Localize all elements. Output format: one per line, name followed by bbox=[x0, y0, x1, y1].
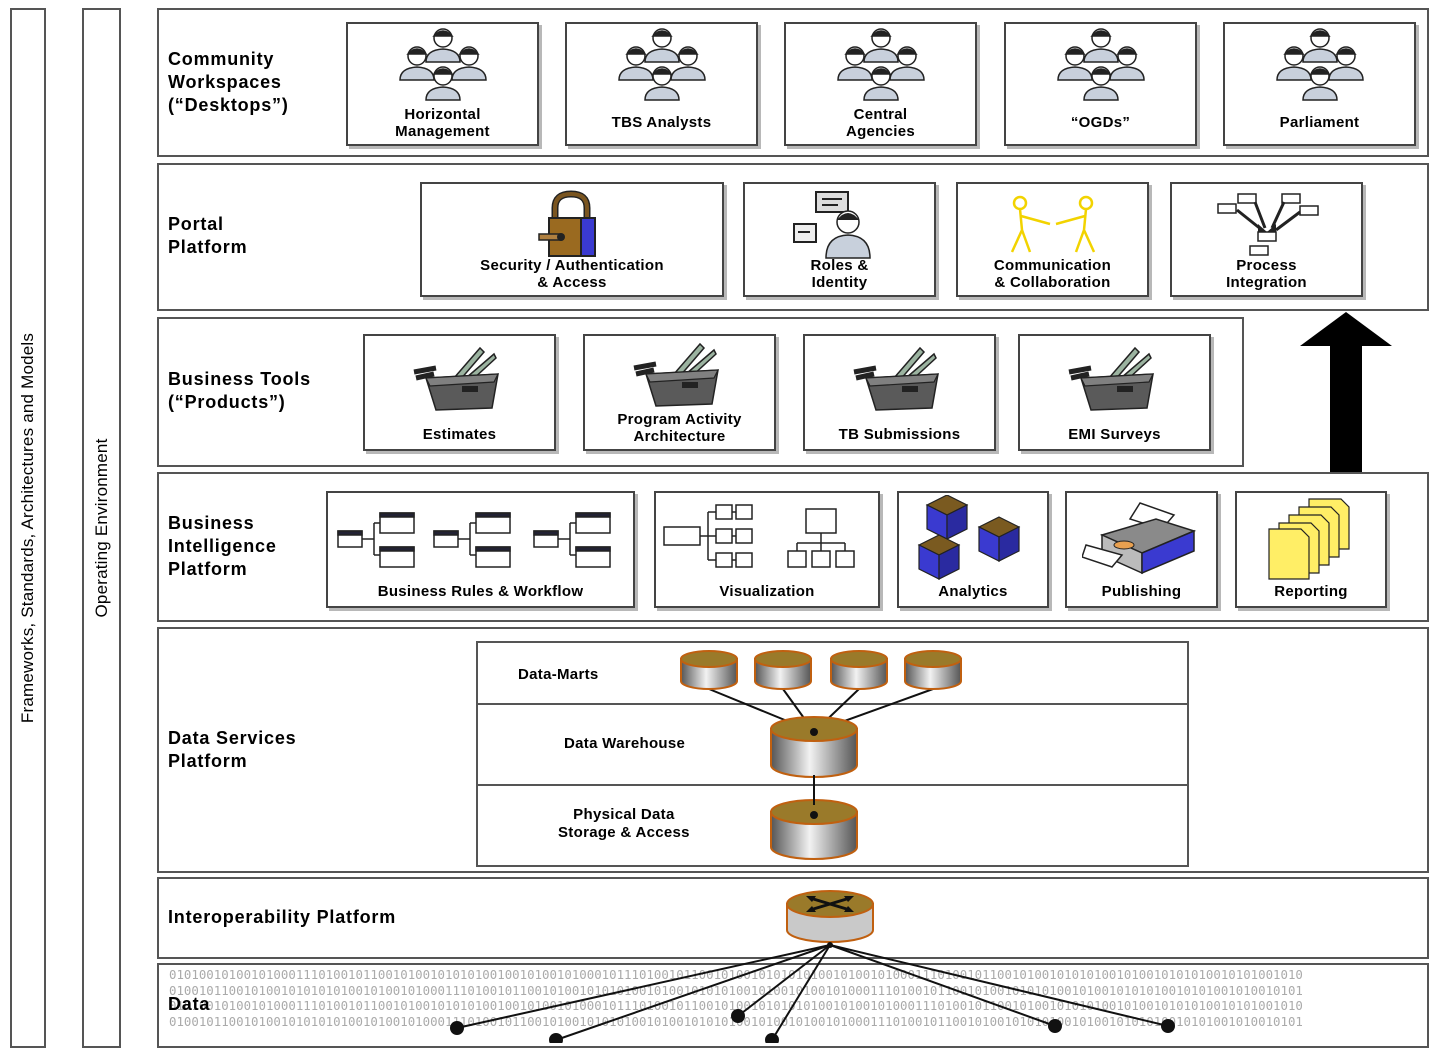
data-marts-label: Data-Marts bbox=[518, 666, 599, 683]
data-mart-cylinder-1 bbox=[680, 650, 738, 690]
workspace-label: Parliament bbox=[1279, 114, 1360, 131]
workspace-card-tbs-analysts[interactable]: TBS Analysts bbox=[565, 22, 758, 146]
user-group-icon bbox=[617, 28, 706, 101]
data-services-title: Data Services Platform bbox=[168, 728, 297, 771]
portal-card-communication[interactable]: Communication & Collaboration bbox=[956, 182, 1149, 297]
binary-row: 0100101100101001010101010010100101000111… bbox=[169, 982, 1303, 998]
workflow-forms-icon bbox=[336, 512, 611, 568]
router-icon bbox=[786, 890, 874, 948]
portal-card-process-integration[interactable]: Process Integration bbox=[1170, 182, 1363, 297]
bi-card-reporting[interactable]: Reporting bbox=[1235, 491, 1387, 608]
binary-row: 0101001010010100011101001011001010010101… bbox=[169, 967, 1303, 982]
portal-platform-layer: Portal Platform Security / Authenticatio… bbox=[157, 163, 1429, 311]
tool-card-emi-surveys[interactable]: EMI Surveys bbox=[1018, 334, 1211, 451]
workspace-card-central-agencies[interactable]: Central Agencies bbox=[784, 22, 977, 146]
bi-card-business-rules-workflow[interactable]: Business Rules & Workflow bbox=[326, 491, 635, 608]
process-flow-icon bbox=[1216, 193, 1319, 256]
business-intelligence-layer: Business Intelligence Platform B bbox=[157, 472, 1429, 622]
user-id-icon bbox=[792, 191, 871, 259]
workspace-card-horizontal-management[interactable]: Horizontal Management bbox=[346, 22, 539, 146]
portal-label: Security / Authentication & Access bbox=[480, 257, 664, 291]
tool-label: TB Submissions bbox=[838, 426, 961, 443]
tool-label: EMI Surveys bbox=[1068, 426, 1161, 443]
workspace-label: TBS Analysts bbox=[611, 114, 712, 131]
user-group-icon bbox=[398, 28, 487, 101]
tool-label: Program Activity Architecture bbox=[617, 411, 742, 445]
user-group-icon bbox=[1275, 28, 1364, 101]
bi-label: Reporting bbox=[1274, 583, 1348, 600]
business-tools-layer: Business Tools (“Products”) Estimates Pr… bbox=[157, 317, 1244, 467]
portal-label: Communication & Collaboration bbox=[993, 257, 1112, 291]
workspace-card-ogds[interactable]: “OGDs” bbox=[1004, 22, 1197, 146]
data-warehouse-label: Data Warehouse bbox=[564, 735, 686, 752]
bi-card-publishing[interactable]: Publishing bbox=[1065, 491, 1218, 608]
workspace-label: Central Agencies bbox=[845, 106, 916, 140]
data-layer: 0101001010010100011101001011001010010101… bbox=[157, 963, 1429, 1048]
bi-label: Analytics bbox=[938, 583, 1008, 600]
interoperability-title: Interoperability Platform bbox=[168, 907, 397, 927]
portal-platform-title: Portal Platform bbox=[168, 214, 248, 257]
printer-icon bbox=[1081, 502, 1196, 575]
database-diagram bbox=[680, 650, 962, 860]
up-arrow-icon bbox=[1300, 312, 1392, 472]
tool-card-tb-submissions[interactable]: TB Submissions bbox=[803, 334, 996, 451]
user-group-icon bbox=[1056, 28, 1145, 101]
tool-card-program-activity-architecture[interactable]: Program Activity Architecture bbox=[583, 334, 776, 451]
tool-label: Estimates bbox=[422, 426, 497, 443]
bi-card-visualization[interactable]: Visualization bbox=[654, 491, 880, 608]
tool-card-estimates[interactable]: Estimates bbox=[363, 334, 556, 451]
portal-label: Process Integration bbox=[1226, 257, 1307, 291]
physical-storage-label: Physical Data Storage & Access bbox=[558, 806, 690, 841]
data-mart-cylinder-4 bbox=[904, 650, 962, 690]
community-workspaces-layer: Community Workspaces (“Desktops”) Horizo… bbox=[157, 8, 1429, 157]
frameworks-sidebar: Frameworks, Standards, Architectures and… bbox=[10, 8, 46, 1048]
padlock-icon bbox=[538, 190, 596, 257]
operating-environment-sidebar: Operating Environment bbox=[82, 8, 121, 1048]
portal-card-security[interactable]: Security / Authentication & Access bbox=[420, 182, 724, 297]
toolbox-icon bbox=[853, 346, 939, 411]
data-mart-cylinder-2 bbox=[754, 650, 812, 690]
bi-label: Publishing bbox=[1101, 583, 1182, 600]
bi-label: Visualization bbox=[719, 583, 815, 600]
toolbox-icon bbox=[413, 346, 499, 411]
data-title: Data bbox=[168, 994, 211, 1014]
toolbox-icon bbox=[1068, 346, 1154, 411]
data-services-layer: Data Services Platform Data-Marts Data W… bbox=[157, 627, 1429, 873]
portal-label: Roles & Identity bbox=[810, 257, 869, 291]
user-group-icon bbox=[836, 28, 925, 101]
bi-card-analytics[interactable]: Analytics bbox=[897, 491, 1049, 608]
workspace-label: “OGDs” bbox=[1070, 114, 1131, 131]
binary-row: 0101001010010100011101001011001010010101… bbox=[169, 998, 1303, 1013]
handshake-people-icon bbox=[1010, 195, 1095, 253]
business-tools-title: Business Tools (“Products”) bbox=[168, 369, 311, 412]
data-mart-cylinder-3 bbox=[830, 650, 888, 690]
workspace-label: Horizontal Management bbox=[395, 106, 490, 140]
workspace-card-parliament[interactable]: Parliament bbox=[1223, 22, 1416, 146]
portal-card-roles-identity[interactable]: Roles & Identity bbox=[743, 182, 936, 297]
business-intelligence-title: Business Intelligence Platform bbox=[168, 513, 277, 579]
bi-label: Business Rules & Workflow bbox=[377, 583, 584, 600]
toolbox-icon bbox=[633, 342, 719, 407]
org-chart-icon bbox=[663, 504, 855, 568]
community-workspaces-title: Community Workspaces (“Desktops”) bbox=[168, 49, 289, 115]
cubes-icon bbox=[917, 495, 1021, 580]
documents-stack-icon bbox=[1268, 498, 1350, 580]
